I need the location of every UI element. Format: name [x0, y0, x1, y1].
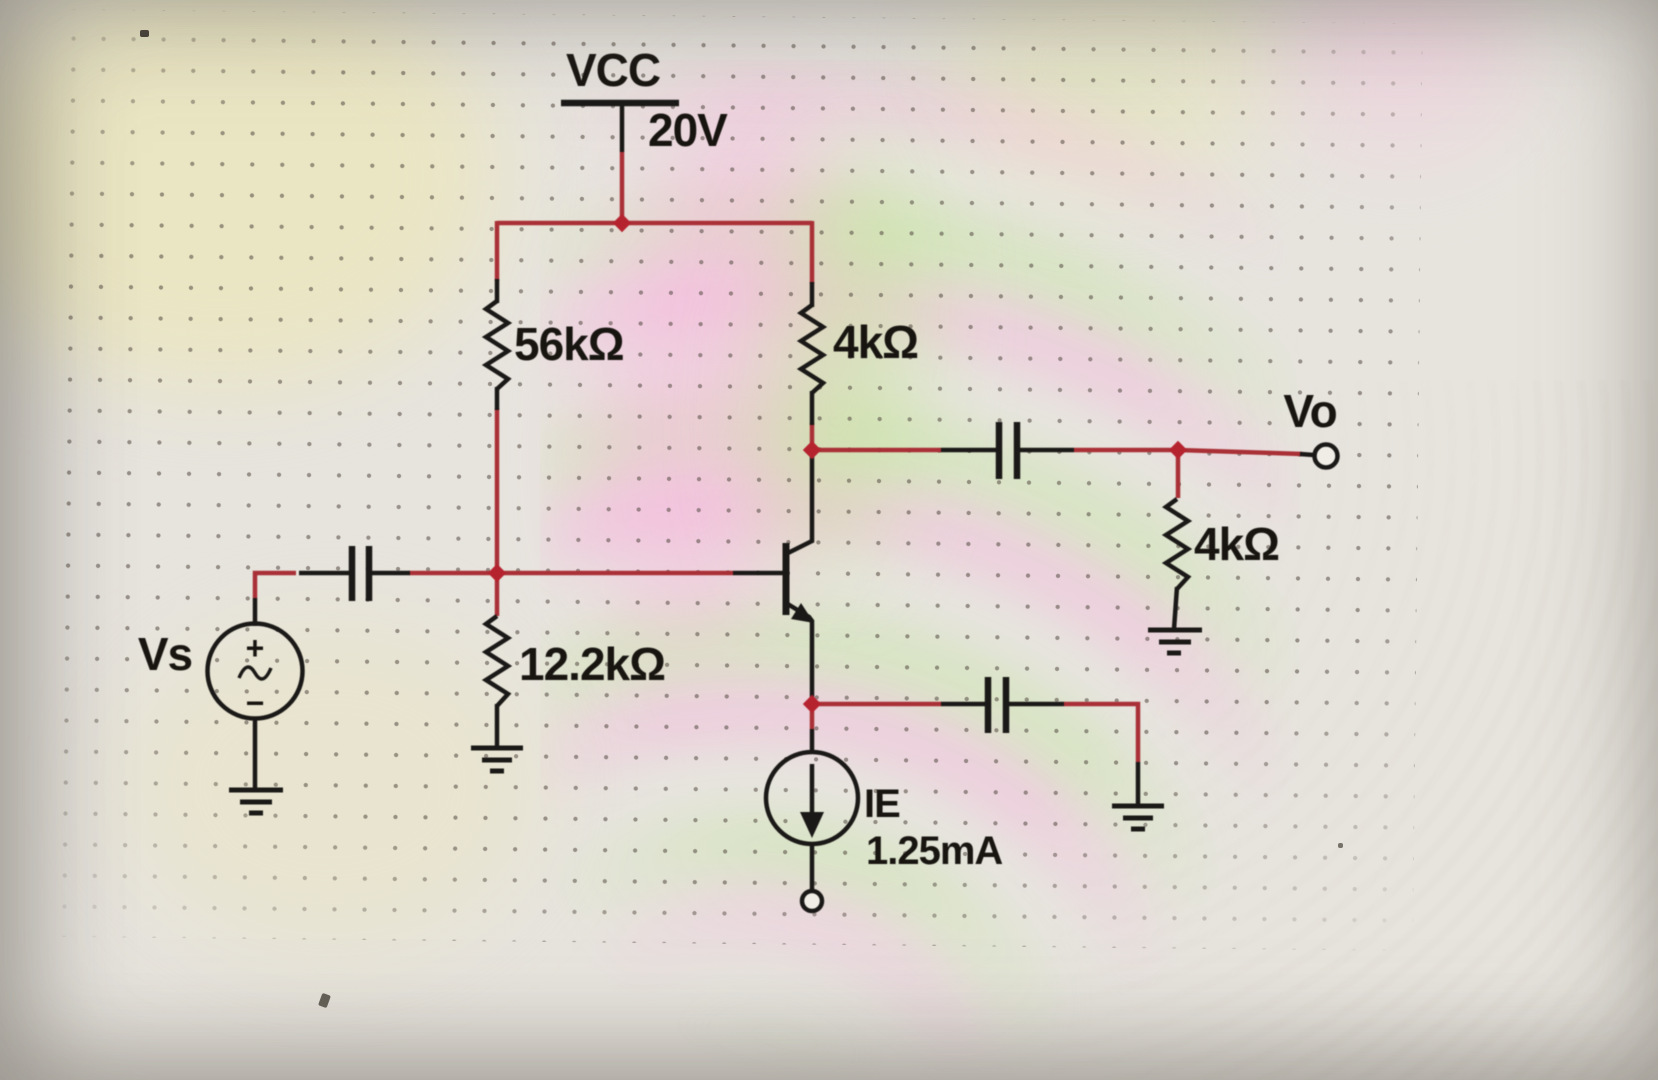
current-source-ie: IE 1.25mA — [763, 729, 1003, 914]
source-plus-sign: + — [246, 630, 265, 666]
wires — [252, 152, 1303, 762]
resistor-4k-collector: 4kΩ — [796, 282, 919, 425]
capacitor-bypass — [941, 677, 1064, 733]
resistor-56k-value: 56kΩ — [514, 318, 624, 370]
resistor-lead — [1171, 586, 1180, 630]
vs-source: + − Vs — [138, 598, 305, 790]
resistor-zigzag — [481, 299, 513, 391]
resistor-12k2-value: 12.2kΩ — [519, 638, 665, 690]
junction-dot — [802, 694, 822, 714]
resistor-zigzag — [796, 303, 828, 395]
ie-label: IE — [864, 782, 900, 826]
vcc-value: 20V — [648, 104, 728, 156]
junction-dot — [487, 563, 507, 583]
source-minus-sign: − — [246, 685, 265, 721]
vcc-label: VCC — [566, 44, 660, 96]
source-circle — [205, 621, 305, 721]
resistor-zigzag — [481, 614, 513, 708]
ie-value: 1.25mA — [866, 829, 1002, 873]
resistor-4k-load-value: 4kΩ — [1194, 518, 1279, 570]
resistor-4k-collector-value: 4kΩ — [833, 316, 918, 368]
sine-wave-icon — [237, 665, 273, 681]
dust-speck — [140, 30, 149, 37]
junction-dot — [802, 440, 822, 460]
junction-dots — [487, 213, 1188, 714]
junction-dot — [612, 213, 632, 233]
current-arrow-head-icon — [800, 812, 824, 838]
output-terminal-vo: Vo — [1283, 385, 1340, 470]
transistor-emitter-arrow-icon — [791, 603, 814, 623]
resistor-12k2: 12.2kΩ — [481, 614, 666, 748]
transistor-npn — [733, 452, 815, 700]
vcc-supply: VCC 20V — [561, 44, 729, 156]
dust-speck — [1338, 843, 1343, 848]
transistor-collector — [784, 452, 815, 557]
ground-load — [1148, 627, 1202, 656]
junction-dot — [1168, 440, 1188, 460]
terminal-lead — [1299, 451, 1315, 458]
capacitor-output — [941, 422, 1074, 479]
ground-bias — [471, 745, 523, 774]
wire-vo-stub — [1177, 447, 1303, 457]
capacitor-input — [299, 546, 410, 601]
vo-label: Vo — [1283, 385, 1336, 437]
vs-label: Vs — [138, 628, 192, 680]
wire-input-corner — [252, 570, 296, 598]
ground-bypass — [1112, 762, 1164, 832]
node-terminal — [799, 888, 825, 914]
vo-terminal — [1312, 442, 1340, 470]
wire-bypass-corner — [1064, 701, 1141, 762]
resistor-zigzag — [1161, 497, 1193, 591]
resistor-4k-load: 4kΩ — [1161, 497, 1280, 630]
resistor-56k: 56kΩ — [481, 279, 625, 410]
ground-vs — [229, 787, 283, 816]
